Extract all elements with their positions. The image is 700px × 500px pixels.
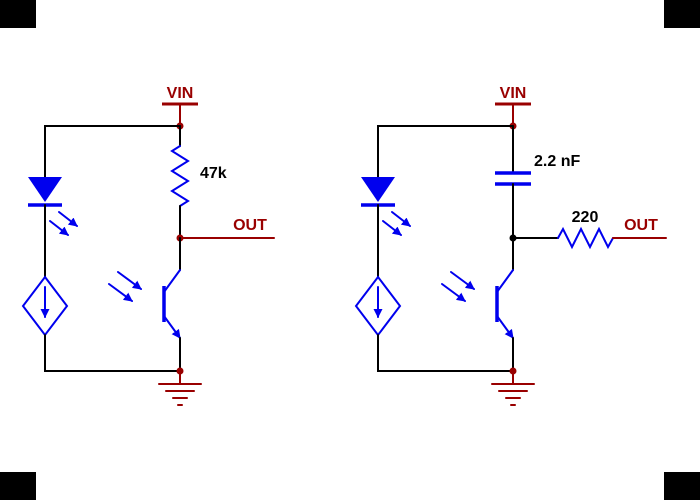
- led-emission-arrow: [382, 220, 402, 236]
- transistor-collector: [496, 269, 514, 293]
- corner-mask-top-left: [0, 0, 36, 28]
- led-emission-arrow: [391, 211, 411, 227]
- vin-label: VIN: [500, 85, 527, 102]
- led-anode-triangle: [28, 177, 62, 202]
- transistor-emitter: [163, 315, 181, 339]
- led-anode-triangle: [361, 177, 395, 202]
- wire: [377, 334, 514, 372]
- capacitor: [495, 171, 531, 186]
- out-label: OUT: [233, 217, 267, 234]
- transistor-emitter: [496, 315, 514, 339]
- capacitor-value: 2.2 nF: [534, 153, 580, 170]
- light-arrow: [117, 271, 142, 290]
- led: [28, 177, 78, 236]
- ground-symbol: [158, 370, 202, 406]
- corner-mask-bottom-right: [664, 472, 700, 500]
- corner-mask-bottom-left: [0, 472, 36, 500]
- led-emission-arrow: [49, 220, 69, 236]
- wire: [44, 334, 181, 372]
- led: [361, 177, 411, 236]
- current-source: [21, 275, 69, 337]
- resistor-value: 47k: [200, 165, 227, 182]
- vin-label: VIN: [167, 85, 194, 102]
- resistor: [557, 226, 614, 250]
- led-emission-arrow: [58, 211, 78, 227]
- circuit-left: VIN 47k OUT: [21, 85, 275, 406]
- wire: [44, 125, 181, 178]
- ground-symbol: [491, 370, 535, 406]
- light-arrow: [450, 271, 475, 290]
- wire: [377, 125, 514, 178]
- resistor: [170, 145, 190, 207]
- light-arrow: [441, 283, 466, 302]
- phototransistor: [108, 269, 181, 339]
- circuit-right: VIN 2.2 nF 220: [354, 85, 667, 406]
- corner-mask-top-right: [664, 0, 700, 28]
- phototransistor: [441, 269, 514, 339]
- transistor-collector: [163, 269, 181, 293]
- light-arrow: [108, 283, 133, 302]
- current-source: [354, 275, 402, 337]
- resistor-value: 220: [572, 209, 599, 226]
- out-label: OUT: [624, 217, 658, 234]
